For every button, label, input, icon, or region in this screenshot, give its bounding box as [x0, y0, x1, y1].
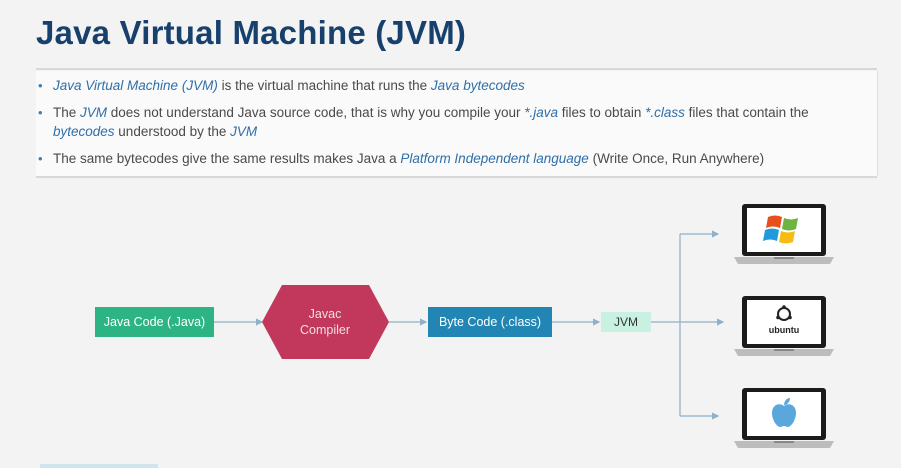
bullet-dot-icon: • — [38, 78, 43, 93]
bullet-dot-icon: • — [38, 151, 43, 166]
page-title: Java Virtual Machine (JVM) — [36, 14, 467, 51]
windows-logo-icon — [763, 215, 798, 244]
bullet-text-1: Java Virtual Machine (JVM) is the virtua… — [53, 78, 525, 93]
bullet-dot-icon: • — [38, 105, 43, 120]
compiler-hexagon — [262, 285, 389, 359]
jvm-box: JVM — [601, 312, 651, 332]
content-divider — [36, 176, 877, 178]
bottom-tab-strip — [40, 464, 158, 468]
compiler-label: Javac Compiler — [299, 307, 350, 337]
title-divider — [36, 68, 877, 70]
windows-laptop-icon — [734, 204, 834, 264]
apple-logo-icon — [772, 398, 796, 427]
bullet-text-2: The JVM does not understand Java source … — [53, 105, 809, 139]
bullet-list: • Java Virtual Machine (JVM) is the virt… — [36, 71, 878, 176]
ubuntu-logo-icon — [776, 305, 792, 321]
java-code-box: Java Code (.Java) — [95, 307, 214, 337]
ubuntu-text: ubuntu — [769, 325, 800, 335]
apple-laptop-icon — [734, 388, 834, 448]
byte-code-box: Byte Code (.class) — [428, 307, 552, 337]
bullet-text-3: The same bytecodes give the same results… — [53, 151, 765, 166]
ubuntu-laptop-icon: ubuntu — [734, 296, 834, 356]
